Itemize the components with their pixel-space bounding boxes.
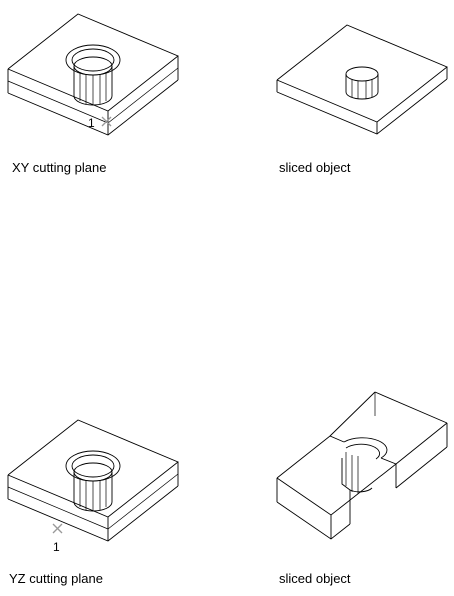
yz-cutting-plane-drawing: 1 — [7, 419, 179, 554]
caption-xy-cutting-plane: XY cutting plane — [12, 160, 107, 175]
box-wireframe — [7, 419, 179, 542]
point-1-marker — [101, 116, 112, 127]
caption-sliced-object-top: sliced object — [279, 160, 351, 175]
box-wireframe — [7, 13, 179, 136]
cylinder-boss — [65, 44, 121, 106]
point-1-marker — [52, 523, 63, 534]
xy-cutting-plane-drawing: 1 — [7, 13, 179, 136]
cylinder-stub — [345, 66, 379, 100]
cylinder-boss — [65, 450, 121, 512]
caption-sliced-object-bottom: sliced object — [279, 571, 351, 586]
sliced-object-drawing-bottom — [276, 391, 448, 540]
sliced-object-drawing-top — [276, 24, 448, 135]
slab-wireframe — [276, 24, 448, 135]
cut-cylinder — [341, 437, 388, 524]
point-1-label: 1 — [53, 540, 60, 554]
caption-yz-cutting-plane: YZ cutting plane — [9, 571, 103, 586]
half-box-wireframe — [276, 391, 448, 540]
point-1-label: 1 — [88, 116, 95, 130]
